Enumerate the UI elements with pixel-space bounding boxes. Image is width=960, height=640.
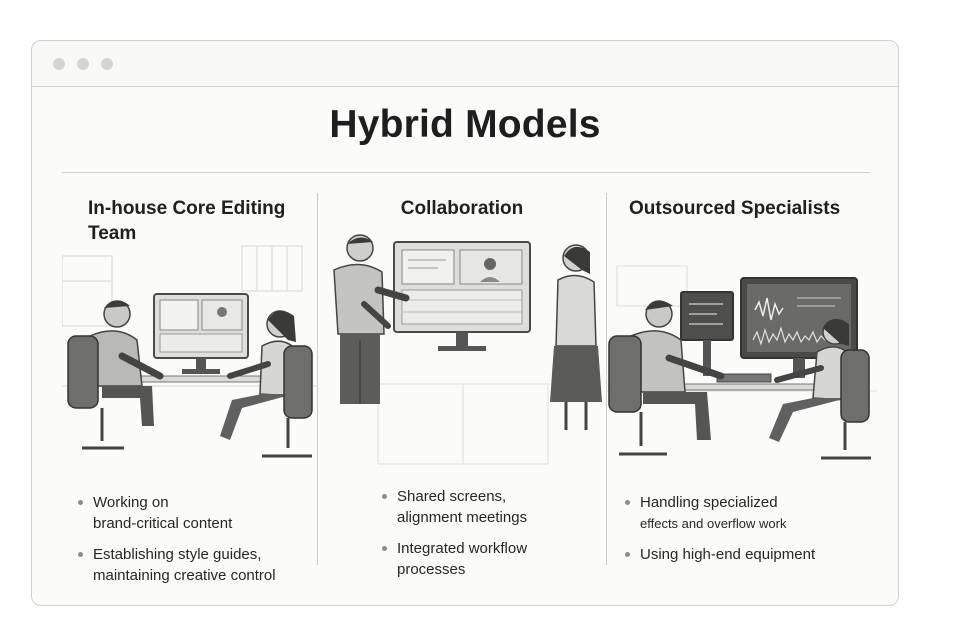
- list-item: Using high-end equipment: [623, 544, 873, 565]
- column-divider: [606, 193, 607, 565]
- list-item: Establishing style guides,maintaining cr…: [76, 544, 316, 586]
- column-outsourced: Outsourced Specialists: [607, 176, 877, 596]
- collaboration-illustration: [333, 234, 602, 465]
- column-collaboration: Collaboration: [318, 176, 606, 596]
- bullet-list: Shared screens,alignment meetings Integr…: [380, 486, 600, 590]
- browser-window: Hybrid Models In-house Core Editing Team: [31, 40, 899, 606]
- outsourced-specialists-illustration: [607, 265, 877, 460]
- title-divider: [62, 172, 870, 173]
- column-title: In-house Core Editing Team: [88, 198, 286, 244]
- column-title: Collaboration: [400, 198, 524, 219]
- window-dot-icon[interactable]: [77, 58, 89, 70]
- column-title: Outsourced Specialists: [629, 198, 841, 219]
- in-house-team-illustration: [62, 245, 317, 458]
- window-titlebar: [32, 41, 898, 87]
- list-item: Shared screens,alignment meetings: [380, 486, 600, 528]
- window-dot-icon[interactable]: [53, 58, 65, 70]
- column-in-house: In-house Core Editing Team: [62, 176, 317, 596]
- page-title: Hybrid Models: [329, 103, 601, 146]
- column-divider: [317, 193, 318, 565]
- window-dot-icon[interactable]: [101, 58, 113, 70]
